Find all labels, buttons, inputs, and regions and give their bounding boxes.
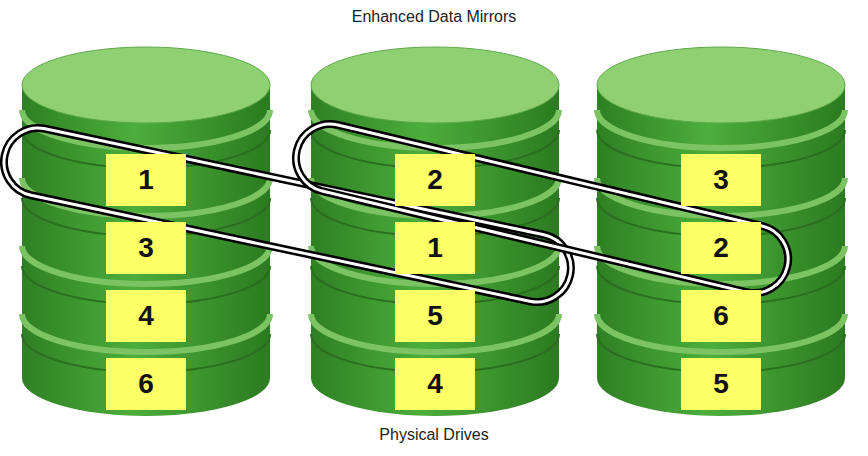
data-block: 1 bbox=[106, 154, 186, 206]
data-block: 3 bbox=[681, 154, 761, 206]
data-block: 5 bbox=[681, 358, 761, 410]
block-number: 3 bbox=[713, 164, 729, 196]
data-block: 4 bbox=[395, 358, 475, 410]
data-block: 5 bbox=[395, 290, 475, 342]
block-number: 6 bbox=[138, 368, 154, 400]
data-block: 4 bbox=[106, 290, 186, 342]
drive-cylinder bbox=[597, 47, 845, 416]
block-number: 1 bbox=[138, 164, 154, 196]
block-number: 1 bbox=[427, 232, 443, 264]
data-block: 2 bbox=[395, 154, 475, 206]
block-number: 2 bbox=[427, 164, 443, 196]
data-block: 2 bbox=[681, 222, 761, 274]
data-block: 6 bbox=[106, 358, 186, 410]
diagram-title: Enhanced Data Mirrors bbox=[0, 8, 868, 26]
mirror-loop bbox=[0, 122, 577, 309]
data-block: 6 bbox=[681, 290, 761, 342]
drive-cylinder bbox=[22, 47, 270, 416]
block-number: 4 bbox=[138, 300, 154, 332]
block-number: 6 bbox=[713, 300, 729, 332]
block-number: 5 bbox=[713, 368, 729, 400]
block-number: 3 bbox=[138, 232, 154, 264]
data-block: 1 bbox=[395, 222, 475, 274]
diagram-caption: Physical Drives bbox=[0, 426, 868, 444]
block-number: 4 bbox=[427, 368, 443, 400]
block-number: 2 bbox=[713, 232, 729, 264]
mirror-loop bbox=[289, 117, 795, 300]
data-block: 3 bbox=[106, 222, 186, 274]
block-number: 5 bbox=[427, 300, 443, 332]
